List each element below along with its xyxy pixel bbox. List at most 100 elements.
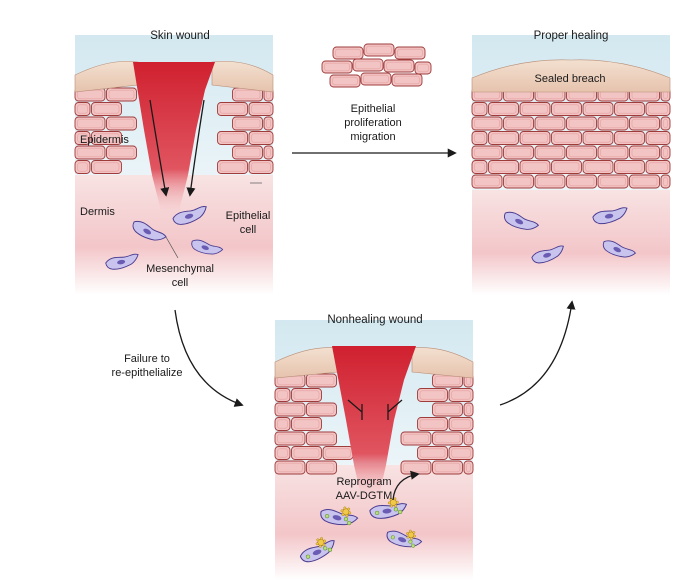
epithelial-cell — [597, 174, 629, 189]
mesenchymal-cell — [369, 497, 408, 519]
mesenchymal-cell — [503, 211, 540, 230]
epithelial-cell — [414, 61, 432, 75]
wound-gap — [332, 346, 416, 500]
epithelial-cell — [448, 417, 474, 431]
epithelial-cell — [629, 174, 660, 189]
stratum-corneum-right — [411, 347, 474, 379]
epithelial-cell — [448, 388, 474, 402]
epithelial-cell — [306, 460, 337, 475]
stratum-corneum-right — [211, 60, 274, 93]
aav-particle — [387, 497, 399, 508]
label-failure-1: Failure to — [124, 353, 170, 365]
epithelial-cell — [394, 46, 426, 60]
epithelial-cell — [582, 131, 614, 145]
epithelial-cell — [551, 160, 582, 174]
epithelial-cell — [274, 460, 306, 475]
epithelial-cell — [322, 446, 354, 460]
mesenchymal-cell — [531, 245, 564, 264]
label-failure-2: re-epithelialize — [112, 367, 183, 379]
dermis-layer — [472, 190, 670, 295]
epithelial-cell — [383, 59, 415, 73]
epithelial-cell — [629, 145, 660, 160]
epithelial-cell — [248, 102, 274, 116]
epithelial-cell — [91, 102, 122, 116]
mesenchymal-cell — [386, 529, 423, 548]
label-prolif-3: migration — [350, 131, 395, 143]
epithelial-cell — [566, 174, 597, 189]
epithelial-cell — [463, 431, 474, 446]
epithelial-cell — [248, 160, 274, 174]
reprogrammed-mesenchymal-cells — [299, 497, 423, 563]
epithelial-cell — [400, 460, 432, 475]
epithelial-cell — [417, 388, 448, 402]
epithelial-cell — [660, 116, 671, 131]
epidermis-cells — [471, 87, 671, 189]
label-epithelial-2: cell — [240, 224, 257, 236]
label-reprogram-2: AAV-DGTM — [336, 490, 393, 502]
mesenchymal-cell — [299, 537, 335, 563]
epithelial-cell — [448, 446, 474, 460]
label-epithelial-1: Epithelial — [226, 210, 271, 222]
epithelial-cell — [329, 74, 361, 88]
epithelial-cell — [471, 174, 503, 189]
epithelial-cell — [291, 388, 322, 402]
mesenchymal-cell — [172, 205, 207, 225]
reprogram-arrow — [392, 470, 420, 501]
panel-nonhealing-wound: Nonhealing wound Reprogram AAV-DGTM — [274, 314, 474, 580]
epithelial-cell — [217, 131, 248, 145]
migration-arrow-right — [186, 99, 205, 197]
mesenchymal-cell — [602, 240, 637, 258]
epithelial-cell — [519, 102, 551, 116]
label-reprogram-1: Reprogram — [336, 476, 391, 488]
epithelial-cell — [471, 116, 503, 131]
epithelial-cell — [566, 116, 597, 131]
epithelial-cell — [503, 116, 534, 131]
epithelial-cell — [321, 60, 353, 74]
label-mesenchymal-1: Mesenchymal — [146, 263, 214, 275]
epithelial-cell — [263, 145, 274, 160]
mesenchymal-cell — [592, 207, 628, 225]
epithelial-cell — [519, 131, 551, 145]
epithelial-cell — [91, 160, 122, 174]
epithelial-cell — [597, 145, 629, 160]
epithelial-cell — [306, 431, 337, 446]
epithelial-cell — [74, 131, 91, 145]
epithelial-cell — [232, 145, 263, 160]
migration-arrow-left — [149, 99, 170, 197]
arrow-to-nonhealing — [174, 309, 244, 407]
epithelial-cell — [519, 160, 551, 174]
epithelial-cell — [274, 388, 291, 402]
epithelial-cell — [274, 446, 291, 460]
epithelial-cell — [74, 102, 91, 116]
proliferating-cells — [321, 43, 432, 88]
leader-mesenchymal — [165, 236, 179, 259]
epithelial-cell — [534, 145, 566, 160]
epithelial-cell — [248, 131, 274, 145]
epithelial-cell — [645, 131, 671, 145]
epithelial-cell — [597, 116, 629, 131]
epithelial-cell — [463, 402, 474, 417]
epithelial-cell — [614, 131, 645, 145]
epithelial-cell — [352, 58, 384, 72]
epithelial-cell — [106, 116, 137, 131]
epithelial-cell — [582, 102, 614, 116]
epithelial-cell — [551, 102, 582, 116]
title-nonhealing-wound: Nonhealing wound — [327, 314, 422, 326]
mesenchymal-cells — [503, 207, 637, 264]
epithelial-cell — [551, 131, 582, 145]
epithelial-cell — [488, 102, 519, 116]
epithelial-cell — [660, 174, 671, 189]
panel-proper-healing: Proper healing Sealed breach — [471, 30, 671, 295]
epithelial-cell — [417, 446, 448, 460]
epithelial-cell — [363, 43, 395, 57]
aav-particle — [315, 537, 327, 548]
epithelial-cell — [106, 145, 137, 160]
epithelial-cell — [432, 460, 463, 475]
epithelial-cell — [463, 460, 474, 475]
epithelial-cell — [471, 160, 488, 174]
label-dermis: Dermis — [80, 206, 115, 218]
label-epidermis: Epidermis — [80, 134, 129, 146]
epithelial-cell — [232, 116, 263, 131]
label-prolif-1: Epithelial — [351, 103, 396, 115]
